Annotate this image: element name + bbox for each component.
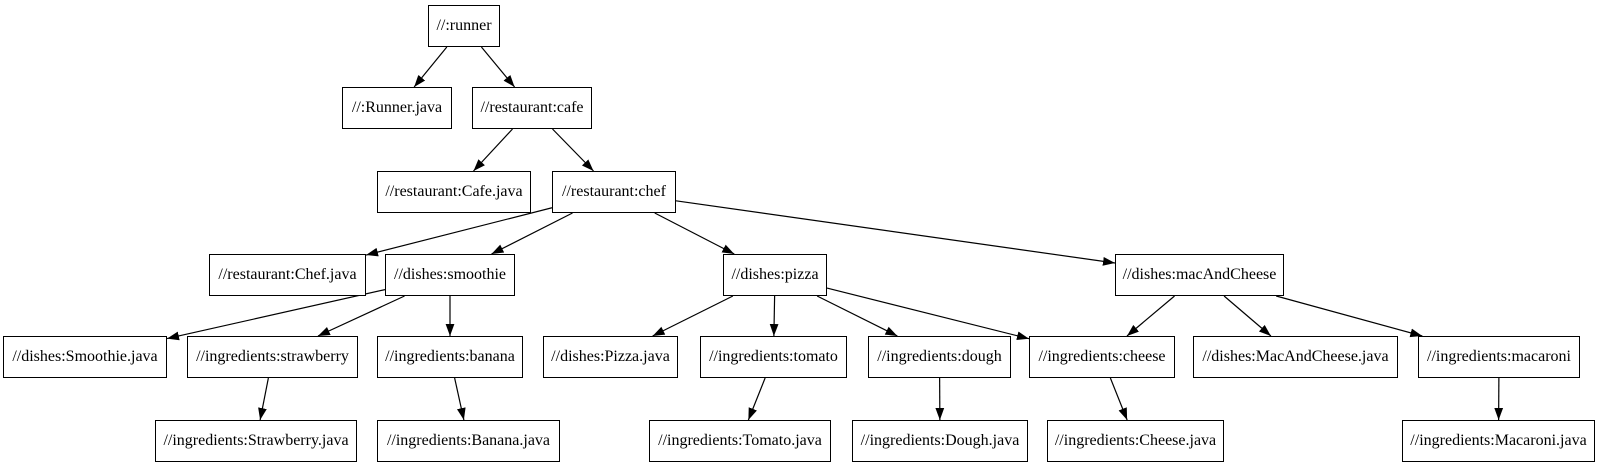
graph-edge-chef-to-smoothie xyxy=(491,212,573,255)
graph-edge-banana-to-banana-java xyxy=(454,377,466,421)
graph-edge-cheese-to-cheese-java xyxy=(1109,377,1128,421)
graph-edge-pizza-to-pizza-java xyxy=(652,295,734,337)
graph-node-runner: //:runner xyxy=(428,5,500,47)
graph-edge-strawberry-to-strawberry-java xyxy=(258,377,269,421)
graph-node-mac-and-cheese-java: //dishes:MacAndCheese.java xyxy=(1193,336,1398,378)
graph-node-cafe-java: //restaurant:Cafe.java xyxy=(377,171,531,213)
graph-node-cheese-java: //ingredients:Cheese.java xyxy=(1047,420,1224,462)
graph-edge-mac-and-cheese-to-cheese xyxy=(1126,295,1175,337)
graph-node-dough: //ingredients:dough xyxy=(868,336,1011,378)
graph-node-tomato-java: //ingredients:Tomato.java xyxy=(649,420,831,462)
graph-edge-pizza-to-tomato xyxy=(769,295,779,337)
graph-edge-pizza-to-cheese xyxy=(826,287,1030,341)
graph-edge-cafe-to-chef xyxy=(552,128,594,172)
graph-edge-chef-to-pizza xyxy=(654,212,735,255)
graph-node-pizza: //dishes:pizza xyxy=(723,254,827,296)
graph-node-smoothie-java: //dishes:Smoothie.java xyxy=(3,336,167,378)
graph-node-dough-java: //ingredients:Dough.java xyxy=(852,420,1028,462)
graph-node-macaroni: //ingredients:macaroni xyxy=(1418,336,1580,378)
graph-edge-smoothie-to-smoothie-java xyxy=(166,289,386,341)
graph-node-chef: //restaurant:chef xyxy=(552,171,676,213)
graph-node-mac-and-cheese: //dishes:macAndCheese xyxy=(1115,254,1284,296)
graph-edge-tomato-to-tomato-java xyxy=(747,377,766,421)
graph-node-pizza-java: //dishes:Pizza.java xyxy=(543,336,678,378)
graph-edge-chef-to-mac-and-cheese xyxy=(675,200,1116,266)
graph-edge-chef-to-chef-java xyxy=(365,207,553,257)
graph-node-cheese: //ingredients:cheese xyxy=(1029,336,1175,378)
graph-node-chef-java: //restaurant:Chef.java xyxy=(209,254,366,296)
graph-node-strawberry: //ingredients:strawberry xyxy=(187,336,358,378)
graph-edge-pizza-to-dough xyxy=(816,295,898,337)
graph-edge-cafe-to-cafe-java xyxy=(473,128,513,172)
graph-node-tomato: //ingredients:tomato xyxy=(700,336,847,378)
graph-edge-mac-and-cheese-to-mac-and-cheese-java xyxy=(1223,295,1272,337)
graph-node-cafe: //restaurant:cafe xyxy=(472,87,592,129)
graph-edge-runner-to-cafe xyxy=(480,46,516,88)
graph-edge-runner-to-runner-java xyxy=(413,46,448,88)
graph-node-banana: //ingredients:banana xyxy=(377,336,523,378)
graph-node-strawberry-java: //ingredients:Strawberry.java xyxy=(155,420,357,462)
graph-node-smoothie: //dishes:smoothie xyxy=(385,254,515,296)
graph-edge-mac-and-cheese-to-macaroni xyxy=(1276,295,1423,338)
graph-node-banana-java: //ingredients:Banana.java xyxy=(377,420,560,462)
graph-edge-smoothie-to-strawberry xyxy=(317,295,405,337)
graph-node-runner-java: //:Runner.java xyxy=(342,87,452,129)
graph-node-macaroni-java: //ingredients:Macaroni.java xyxy=(1402,420,1595,462)
